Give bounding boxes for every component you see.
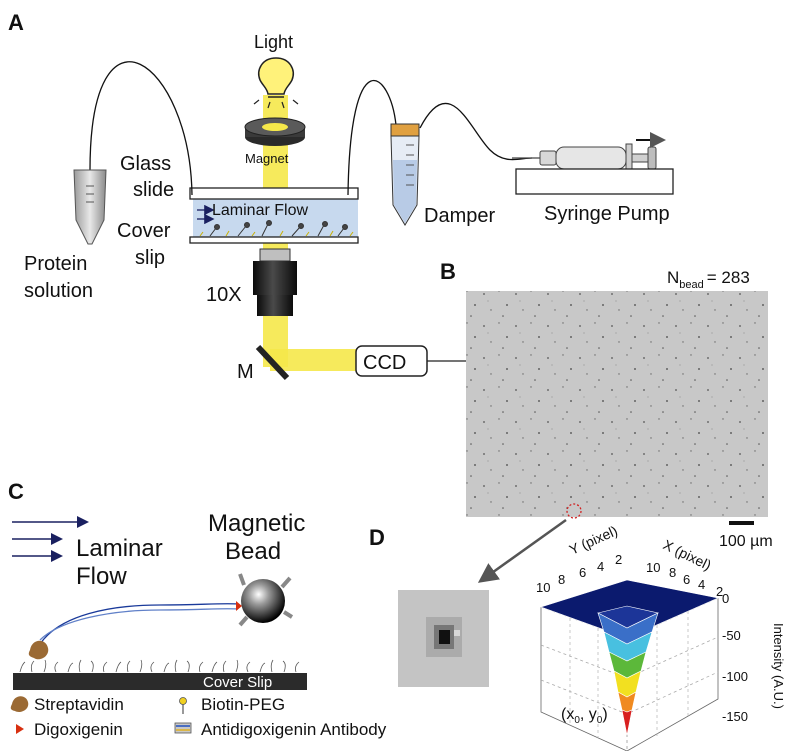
scale-bar-label: 100 µm [719,533,773,550]
x-tick-2: 2 [716,584,723,599]
digoxigenin-legend-icon [16,724,24,734]
laminar-label-2: Flow [76,563,127,590]
panel-label-b: B [440,259,456,284]
z-axis-label: Intensity (A.U.) [771,623,786,709]
z-tick-150: -150 [722,709,748,724]
flow-channel [193,199,358,237]
legend-digoxigenin: Digoxigenin [34,720,123,739]
bead-count: Nbead= 283 [667,268,750,291]
panel-label-c: C [8,479,24,504]
syringe-pump-label: Syringe Pump [544,203,670,225]
protein-tube-icon [73,169,107,245]
magnet-icon [244,117,306,146]
magnetic-bead-icon [238,573,294,627]
y-tick-8: 8 [558,572,565,587]
legend-antibody: Antidigoxigenin Antibody [201,720,387,739]
magnetic-bead-label-2: Bead [225,538,281,565]
glass-slide [189,187,359,200]
panel-label-d: D [369,525,385,550]
y-tick-4: 4 [597,559,604,574]
microscope-image [466,291,768,517]
zoom-arrow [477,518,567,583]
zoomed-bead-image [398,590,489,687]
syringe-pump-base [515,168,674,195]
streptavidin-legend-icon [10,696,29,712]
legend-biotin-peg: Biotin-PEG [201,695,285,714]
y-ticks: 10 8 6 4 2 [536,552,622,595]
z-tick-0: 0 [722,591,729,606]
x-tick-4: 4 [698,577,705,592]
dna-tether [39,603,239,645]
syringe-icon [512,143,657,173]
x-ticks: 10 8 6 4 2 [646,560,723,599]
selected-bead-marker [566,503,582,519]
z-ticks: 0 -50 -100 -150 [722,591,748,724]
inlet-tube [89,61,193,196]
glass-slide-label-2: slide [133,179,174,201]
protein-label-1: Protein [24,253,87,275]
objective-lens-icon [253,248,297,316]
biotin-peg-legend-icon [179,697,187,714]
streptavidin-blob [28,640,49,660]
objective-label: 10X [206,284,242,306]
damper-label: Damper [424,205,495,227]
cover-slip-label-1: Cover [117,220,171,242]
legend-streptavidin: Streptavidin [34,695,124,714]
z-tick-100: -100 [722,669,748,684]
antibody-legend-icon [174,722,192,734]
scale-bar [729,521,754,525]
x-tick-10: 10 [646,560,660,575]
digoxigenin-mark [236,601,242,611]
mirror-icon [255,344,290,381]
laminar-flow-label: Laminar Flow [212,202,308,219]
intensity-surface [540,579,719,736]
ccd-label: CCD [363,352,406,374]
center-coordinate-label: (x0, y0) [561,706,608,726]
cover-slip-c-label: Cover Slip [203,674,272,691]
laminar-label-1: Laminar [76,535,163,562]
z-tick-50: -50 [722,628,741,643]
outlet-tube [347,79,397,196]
protein-label-2: solution [24,280,93,302]
panel-label-a: A [8,10,24,35]
magnetic-bead-label-1: Magnetic [208,510,305,537]
y-axis-label: Y (pixel) [567,522,620,557]
damper-icon [390,123,420,226]
light-label: Light [254,32,293,52]
y-tick-10: 10 [536,580,550,595]
x-tick-8: 8 [669,565,676,580]
peg-brush [19,659,300,673]
pump-tube [419,102,533,161]
mirror-label: M [237,361,254,383]
y-tick-2: 2 [615,552,622,567]
glass-slide-label-1: Glass [120,153,171,175]
cover-slip-bar [13,673,307,690]
cover-slip-label-2: slip [135,247,165,269]
y-tick-6: 6 [579,565,586,580]
tethered-beads-mini [199,220,354,237]
cover-slip-a [189,236,359,244]
magnet-label: Magnet [245,151,289,166]
light-bulb-icon [253,57,299,109]
light-beam-horizontal [270,349,358,371]
x-tick-6: 6 [683,572,690,587]
